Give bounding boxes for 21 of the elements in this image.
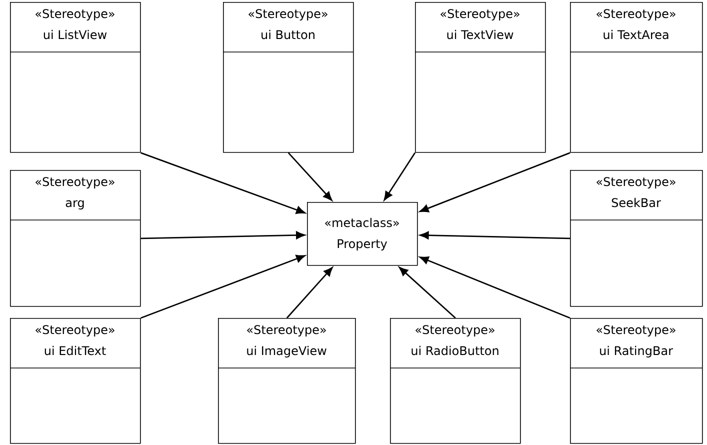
arrow — [140, 231, 306, 240]
arrow — [140, 152, 306, 214]
stereotype-box: «Stereotype» ui ListView — [10, 2, 141, 153]
stereotype-box: «Stereotype» ui EditText — [10, 318, 141, 444]
stereotype-box: «Stereotype» ui RatingBar — [570, 318, 703, 444]
arrow — [420, 256, 570, 319]
stereotype-box: «Stereotype» ui RadioButton — [390, 318, 521, 444]
stereotype-box: «Stereotype» ui TextArea — [570, 2, 703, 153]
stereotype-box: «Stereotype» ui ImageView — [218, 318, 356, 444]
stereotype-box: «Stereotype» ui Button — [222, 2, 354, 153]
arrow — [288, 152, 332, 201]
metaclass-box: «metaclass» Property — [307, 202, 418, 266]
arrow — [420, 152, 570, 212]
arrow — [286, 267, 333, 318]
arrow — [384, 152, 416, 200]
arrow — [140, 254, 306, 319]
arrow — [398, 266, 456, 319]
arrow — [420, 231, 570, 240]
stereotype-box: «Stereotype» SeekBar — [570, 170, 703, 307]
stereotype-box: «Stereotype» arg — [10, 170, 141, 307]
stereotype-box: «Stereotype» ui TextView — [414, 2, 546, 153]
